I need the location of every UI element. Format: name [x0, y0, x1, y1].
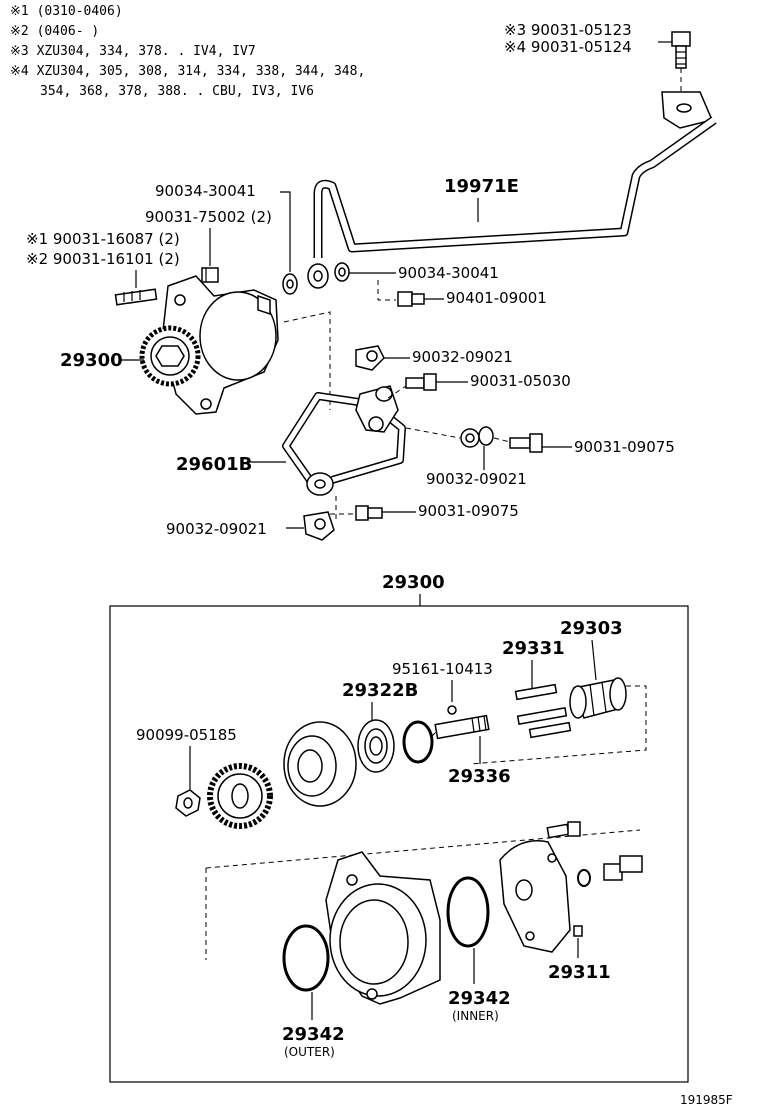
drive-gear [207, 763, 273, 829]
label-outer: (OUTER) [284, 1045, 335, 1059]
label-05030: 90031-05030 [470, 372, 571, 390]
label-09075-a: 90031-09075 [574, 438, 675, 456]
label-stud-2: ※2 90031-16101 (2) [26, 250, 180, 268]
oring-inner [446, 876, 490, 948]
label-clamp-b: 90032-09021 [426, 470, 527, 488]
oring-outer [282, 924, 330, 992]
label-clamp-a: 90032-09021 [412, 348, 513, 366]
vanes [514, 683, 572, 739]
label-90401: 90401-09001 [446, 289, 547, 307]
label-29342-inner: 29342 [448, 988, 511, 1009]
pump-housing [325, 851, 441, 1005]
label-95161: 95161-10413 [392, 660, 493, 678]
stud-bolt [114, 288, 158, 306]
note-1: ※1 (0310-0406) [10, 4, 123, 19]
assembly-frame [109, 605, 689, 1083]
label-bolt-top-3: ※3 90031-05123 [504, 21, 632, 39]
label-assembly-title: 29300 [382, 572, 445, 593]
bolt-90401 [397, 291, 425, 307]
vacuum-pump-assembly [139, 275, 279, 415]
clamp-a [355, 345, 385, 371]
bolt-75002 [201, 267, 219, 283]
drive-shaft [434, 714, 490, 740]
label-inner: (INNER) [452, 1009, 499, 1023]
clamp-b [460, 426, 494, 448]
label-29601b: 29601B [176, 454, 252, 475]
label-clamp-c: 90032-09021 [166, 520, 267, 538]
oil-pipe [282, 385, 406, 496]
label-09075-b: 90031-09075 [418, 502, 519, 520]
label-gasket-b: 90034-30041 [398, 264, 499, 282]
label-29322b: 29322B [342, 680, 418, 701]
union-bolt [603, 855, 643, 881]
note-4: ※4 XZU304, 305, 308, 314, 334, 338, 344,… [10, 64, 366, 79]
label-29342-outer: 29342 [282, 1024, 345, 1045]
seal-ring [283, 721, 357, 807]
label-19971e: 19971E [444, 176, 519, 197]
label-bolt-75002: 90031-75002 (2) [145, 208, 272, 226]
vacuum-hose [313, 116, 717, 258]
label-90099: 90099-05185 [136, 726, 237, 744]
clamp-c [303, 511, 335, 541]
hose-bracket [661, 91, 714, 129]
small-oring [577, 869, 591, 887]
plate-bolt [546, 821, 581, 839]
label-stud-1: ※1 90031-16087 (2) [26, 230, 180, 248]
hose-eye-fitting [282, 262, 350, 295]
label-29331: 29331 [502, 638, 565, 659]
end-plate [499, 840, 571, 953]
rotor [569, 677, 627, 719]
bolt-top [671, 31, 691, 100]
label-29303: 29303 [560, 618, 623, 639]
label-29336: 29336 [448, 766, 511, 787]
figure-code: 191985F [680, 1093, 733, 1107]
snap-ring [402, 720, 434, 764]
note-2: ※2 (0406- ) [10, 24, 100, 39]
label-gasket-a: 90034-30041 [155, 182, 256, 200]
label-29300-pump: 29300 [60, 350, 123, 371]
bolt-09075-b [355, 505, 383, 521]
label-bolt-top-4: ※4 90031-05124 [504, 38, 632, 56]
bolt-09075-a [509, 433, 543, 453]
pin [447, 705, 457, 715]
pin-29311 [573, 925, 583, 937]
bolt-05030 [405, 373, 437, 391]
nut [175, 789, 201, 817]
bearing [357, 719, 395, 773]
label-29311: 29311 [548, 962, 611, 983]
note-3: ※3 XZU304, 334, 378. . IV4, IV7 [10, 44, 256, 59]
note-5: 354, 368, 378, 388. . CBU, IV3, IV6 [40, 84, 314, 99]
